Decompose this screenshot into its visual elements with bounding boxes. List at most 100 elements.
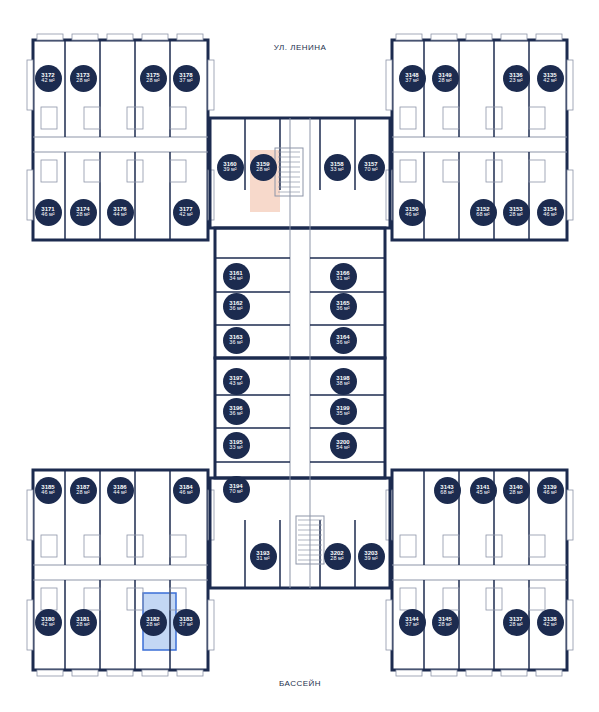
bathroom (170, 160, 186, 182)
balcony (431, 34, 457, 40)
unit-area: 28 м² (256, 167, 269, 173)
unit-area: 28 м² (146, 78, 159, 84)
unit-area: 28 м² (76, 490, 89, 496)
balcony (567, 170, 573, 220)
unit-marker: 319838 м² (330, 368, 357, 395)
unit-marker: 316536 м² (330, 293, 357, 320)
bathroom (41, 535, 57, 557)
unit-marker: 318042 м² (35, 609, 62, 636)
unit-marker: 313946 м² (537, 477, 564, 504)
bathroom (529, 160, 545, 182)
balcony (567, 490, 573, 540)
unit-area: 28 м² (438, 78, 451, 84)
unit-area: 42 м² (41, 622, 54, 628)
stair-step (278, 167, 300, 168)
highlight-unit (143, 593, 176, 650)
balcony (501, 34, 527, 40)
stair-step (298, 520, 322, 521)
stairwell (296, 516, 324, 564)
unit-wall (134, 470, 136, 565)
unit-area: 37 м² (179, 622, 192, 628)
balcony (177, 670, 203, 676)
unit-wall (64, 40, 66, 137)
unit-area: 42 м² (179, 212, 192, 218)
unit-wall (279, 520, 281, 588)
wing-wall (392, 40, 567, 240)
bathroom (84, 535, 100, 557)
unit-area: 33 м² (330, 167, 343, 173)
balcony (536, 670, 562, 676)
stair-step (298, 525, 322, 526)
bathroom (84, 588, 100, 610)
balcony (72, 34, 98, 40)
balcony (142, 670, 168, 676)
balcony (27, 60, 33, 110)
street-label: УЛ. ЛЕНИНА (271, 43, 330, 52)
unit-marker: 315928 м² (250, 154, 277, 181)
unit-wall (215, 257, 290, 259)
balcony (501, 670, 527, 676)
balcony (466, 34, 492, 40)
unit-wall (64, 470, 66, 565)
unit-marker: 316134 м² (223, 263, 250, 290)
unit-marker: 314437 м² (399, 609, 426, 636)
unit-wall (134, 580, 136, 670)
unit-marker: 315770 м² (358, 154, 385, 181)
balcony (536, 34, 562, 40)
unit-marker: 315046 м² (399, 199, 426, 226)
unit-marker: 319935 м² (330, 398, 357, 425)
unit-marker: 314145 м² (470, 477, 497, 504)
stair-step (278, 187, 300, 188)
stair-step (278, 157, 300, 158)
bathroom (529, 107, 545, 129)
unit-area: 28 м² (76, 78, 89, 84)
unit-marker: 317428 м² (70, 199, 97, 226)
unit-marker: 319743 м² (223, 368, 250, 395)
unit-wall (310, 257, 385, 259)
unit-wall (64, 580, 66, 670)
unit-marker: 318128 м² (70, 609, 97, 636)
unit-marker: 316039 м² (217, 154, 244, 181)
unit-area: 36 м² (229, 340, 242, 346)
bathroom (41, 588, 57, 610)
stair-step (298, 535, 322, 536)
unit-wall (319, 118, 321, 190)
unit-area: 36 м² (336, 340, 349, 346)
unit-wall (215, 427, 290, 429)
bathroom (529, 535, 545, 557)
stair-step (278, 192, 300, 193)
stair-step (278, 152, 300, 153)
unit-wall (279, 118, 281, 190)
core-wall (215, 228, 385, 358)
unit-area: 28 м² (330, 556, 343, 562)
balcony (142, 34, 168, 40)
unit-wall (134, 152, 136, 240)
unit-area: 37 м² (405, 78, 418, 84)
unit-marker: 315268 м² (470, 199, 497, 226)
unit-area: 44 м² (113, 212, 126, 218)
unit-marker: 317837 м² (173, 65, 200, 92)
unit-area: 35 м² (336, 411, 349, 417)
bathroom (443, 107, 459, 129)
unit-marker: 318228 м² (140, 609, 167, 636)
wing-wall (392, 470, 567, 670)
balcony (567, 60, 573, 110)
unit-wall (493, 40, 495, 137)
bathroom (127, 535, 143, 557)
unit-wall (310, 461, 385, 463)
partition (392, 580, 567, 581)
unit-area: 44 м² (113, 490, 126, 496)
balcony (386, 600, 392, 650)
bathroom (486, 588, 502, 610)
bathroom (127, 588, 143, 610)
unit-wall (493, 152, 495, 240)
unit-area: 36 м² (229, 411, 242, 417)
balcony (177, 34, 203, 40)
unit-wall (215, 461, 290, 463)
unit-area: 70 м² (364, 167, 377, 173)
unit-wall (244, 520, 246, 588)
unit-area: 28 м² (76, 212, 89, 218)
unit-wall (310, 291, 385, 293)
wing-wall (33, 40, 208, 240)
